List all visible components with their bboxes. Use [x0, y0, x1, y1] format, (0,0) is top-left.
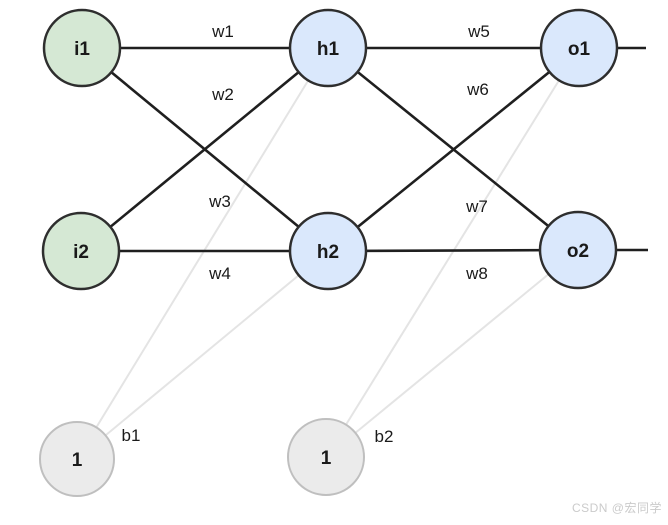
edge-b1-h2	[76, 250, 329, 460]
edge-label-w2: w2	[211, 85, 234, 104]
edge-h1-o2	[327, 46, 579, 252]
watermark: CSDN @宏同学	[571, 501, 662, 515]
node-o1	[539, 8, 619, 88]
edge-label-w5: w5	[467, 22, 490, 41]
node-i2	[41, 211, 121, 291]
edge-label-w4: w4	[208, 264, 231, 283]
node-label-b2: 1	[321, 448, 332, 469]
edge-label-b1: b1	[122, 426, 141, 445]
node-label-h2: h2	[317, 242, 339, 263]
node-b2	[287, 418, 365, 496]
edge-label-w7: w7	[465, 197, 488, 216]
node-h1	[288, 8, 368, 88]
node-label-o1: o1	[568, 39, 591, 60]
edge-i1-h2	[81, 46, 329, 253]
edge-label-w3: w3	[208, 192, 231, 211]
node-label-i2: i2	[73, 242, 89, 263]
node-label-h1: h1	[317, 39, 340, 60]
node-o2	[538, 210, 618, 290]
edge-b2-o2	[325, 249, 579, 458]
node-h2	[288, 211, 368, 291]
node-label-o2: o2	[567, 241, 589, 262]
edge-label-w6: w6	[466, 80, 489, 99]
edge-h2-o2	[327, 248, 579, 253]
edge-b1-h1	[76, 47, 329, 460]
edge-label-w1: w1	[211, 22, 234, 41]
edge-b2-o1	[325, 47, 580, 458]
edge-label-w8: w8	[465, 264, 488, 283]
node-label-i1: i1	[74, 39, 90, 60]
node-i1	[42, 8, 122, 88]
node-label-b1: 1	[72, 450, 83, 471]
edge-label-b2: b2	[375, 427, 394, 446]
node-b1	[39, 421, 115, 497]
